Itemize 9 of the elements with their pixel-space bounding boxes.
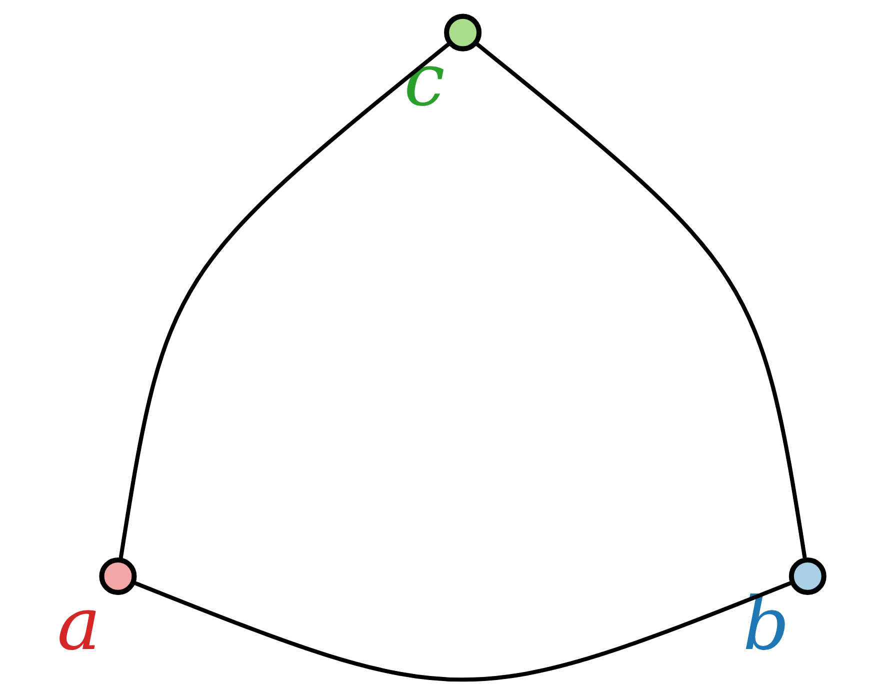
node-label: c <box>403 38 444 124</box>
node-circle <box>98 557 136 595</box>
connector <box>474 41 807 560</box>
node-label: a <box>56 582 100 667</box>
connector <box>118 41 451 560</box>
node-circle <box>788 557 826 595</box>
node-label: b <box>742 582 789 667</box>
connector <box>132 580 792 682</box>
node-circle <box>444 14 482 52</box>
